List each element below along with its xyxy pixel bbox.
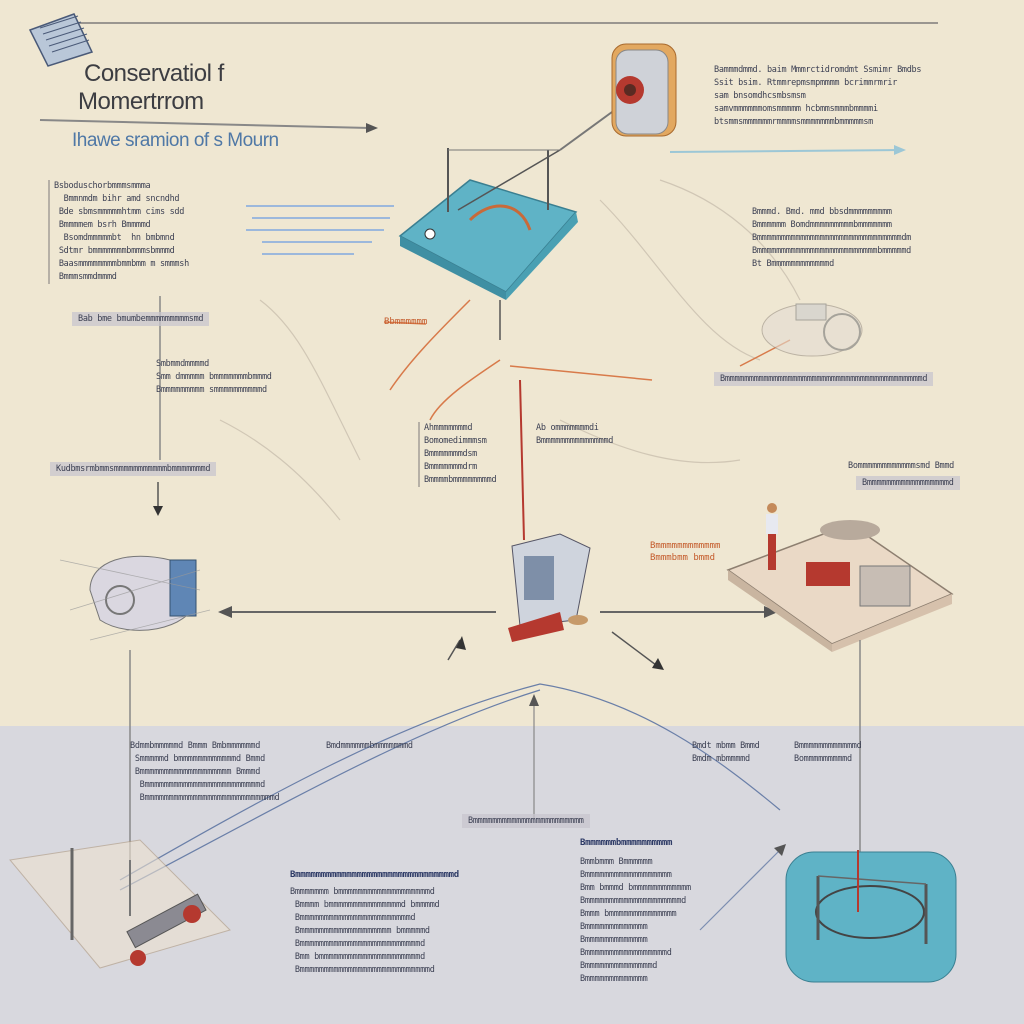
notepad-icon xyxy=(28,13,94,67)
title-line-2: Momertrrom xyxy=(78,88,204,115)
teal-platform-top xyxy=(398,111,613,300)
note-left-mid: Smbmmdmmmmd Smm dmmmmm bmmmmmmmbmmmd Bmm… xyxy=(156,359,272,395)
subtitle: Ihawe sramion of s Mourn xyxy=(72,130,279,151)
label-bottom-center-strip: Bmmmmmmmmmmmmmmmmmmmmmmm xyxy=(462,814,590,828)
note-right-mid-1: Bommmmmmmmmmmmsmd Bmmd xyxy=(848,461,954,471)
note-bottom-mid-right-2: Bmmmmmmmmmmmmd Bommmmmmmmmd xyxy=(794,741,862,764)
note-right-upper: Bmmmd. Bmd. mmd bbsdmmmmmmmmm Bmmmmmm Bo… xyxy=(752,207,911,269)
label-orange-left: Bbmmmmmm xyxy=(384,317,428,327)
note-bottom-mid-right-1: Bmdt mbmm Bmmd Bmdm mbmmmmd xyxy=(692,741,760,764)
note-center-small: Ahmmmmmmmd Bomomedimmmsm Bmmmmmmmdsm Bmm… xyxy=(418,422,497,487)
top-rule xyxy=(70,22,938,24)
note-bottom-center-top: Bmdmmmmmmbmmmmmmmd xyxy=(326,741,413,751)
note-left-box: Bsboduschorbmmmsmmma Bmmnmdm bihr amd sn… xyxy=(48,180,189,284)
note-bottom-left-box: Bmmmmmmm bmmmmmmmmmmmmmmmmmmmd Bmmmm bmm… xyxy=(290,887,440,975)
label-left-strip: Bab bme bmumbemmmmmmmmmsmd xyxy=(72,312,210,326)
note-top-right: Bammmdmmd. baim Mmmrctidromdmt Ssmimr Bm… xyxy=(714,65,922,127)
label-right-mid-2: Bmmmmmmmmmmmmmmmmmd xyxy=(856,476,960,490)
heading-bottom-center-box: Bmmmmmmbmmmmmmmmmm xyxy=(580,838,673,848)
note-bottom-center-box: Bmmbmmm Bmmmmmm Bmmmmmmmmmmmmmmmmmm Bmm … xyxy=(580,857,691,984)
title-line-1: Conservatiol f xyxy=(84,60,224,87)
label-right-strip: Bmmmmmmmmmmmmmmmmmmmmmmmmmmmmmmmmmmmmmmm… xyxy=(714,372,934,386)
label-left-wide: Kudbmsrmbmmsmmmmmmmmmmmbmmmmmmmd xyxy=(50,462,217,476)
label-orange-right: Bmmmmmmmmmmmm Bmmmbmm bmmd xyxy=(650,541,721,563)
heading-bottom-left-box: Bmmmmmmmmmmmmmmmmmmmmmmmmmmmmmmmd xyxy=(290,870,459,880)
note-center-right: Ab ommmmmmmdi Bmmmmmmmmmmmmmmd xyxy=(536,423,614,446)
note-bottom-left: Bdmmbmmmmmd Bmmm Bmbmmmmmmd Smmmmmd bmmm… xyxy=(130,741,280,803)
